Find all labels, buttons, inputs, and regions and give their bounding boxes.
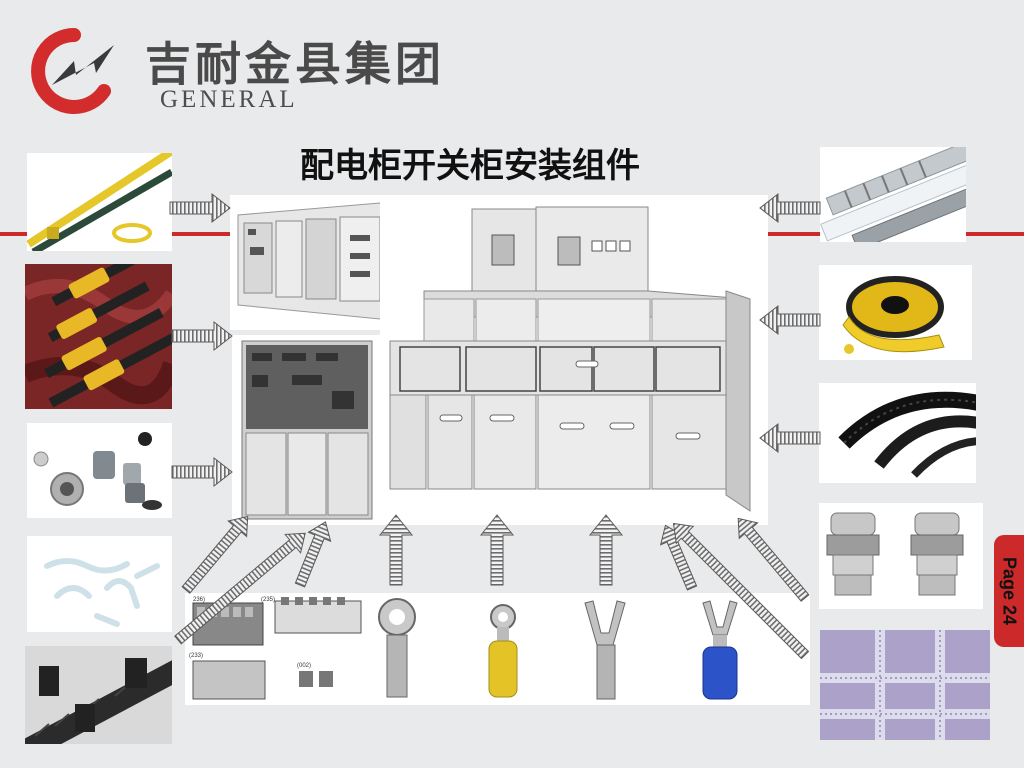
terminal-label: (235): [261, 597, 275, 603]
arrow-up-icon: [378, 514, 624, 586]
page-title: 配电柜开关柜安装组件: [300, 146, 640, 186]
company-logo-icon: [31, 28, 114, 114]
metal-hose-photo: [820, 630, 990, 740]
wiring-duct-photo: [820, 147, 966, 242]
corrugated-conduit-photo: [819, 383, 976, 483]
conduit-clamp-photo: [25, 646, 172, 744]
brand-name-chinese: 吉耐金县集团: [145, 37, 445, 91]
distribution-cabinet-photo: [232, 335, 380, 525]
arrow-left-icon: [759, 192, 821, 454]
arrow-right-icon: [169, 192, 233, 488]
metal-cable-gland-photo: [819, 503, 983, 609]
terminal-label: (233): [189, 653, 203, 659]
terminal-label: 236): [193, 597, 205, 603]
terminal-label: (002): [297, 663, 311, 669]
medium-voltage-switchgear-photo: [380, 195, 768, 525]
cable-tie-photo: [27, 153, 172, 251]
cable-clip-photo: [27, 536, 172, 632]
marker-roll-photo: [819, 265, 972, 360]
arrow-diagonal-icon: [174, 515, 810, 660]
switchgear-lineup-photo: [230, 195, 402, 330]
cable-gland-set-photo: [27, 423, 172, 518]
page-number-label: Page 24: [999, 556, 1020, 626]
terminal-strip: 236) (235) (233) (002): [185, 593, 810, 705]
page-number-tab: Page 24: [994, 535, 1024, 647]
brand-name-english: GENERAL: [160, 86, 298, 113]
cable-sleeve-marker-photo: [25, 264, 172, 409]
